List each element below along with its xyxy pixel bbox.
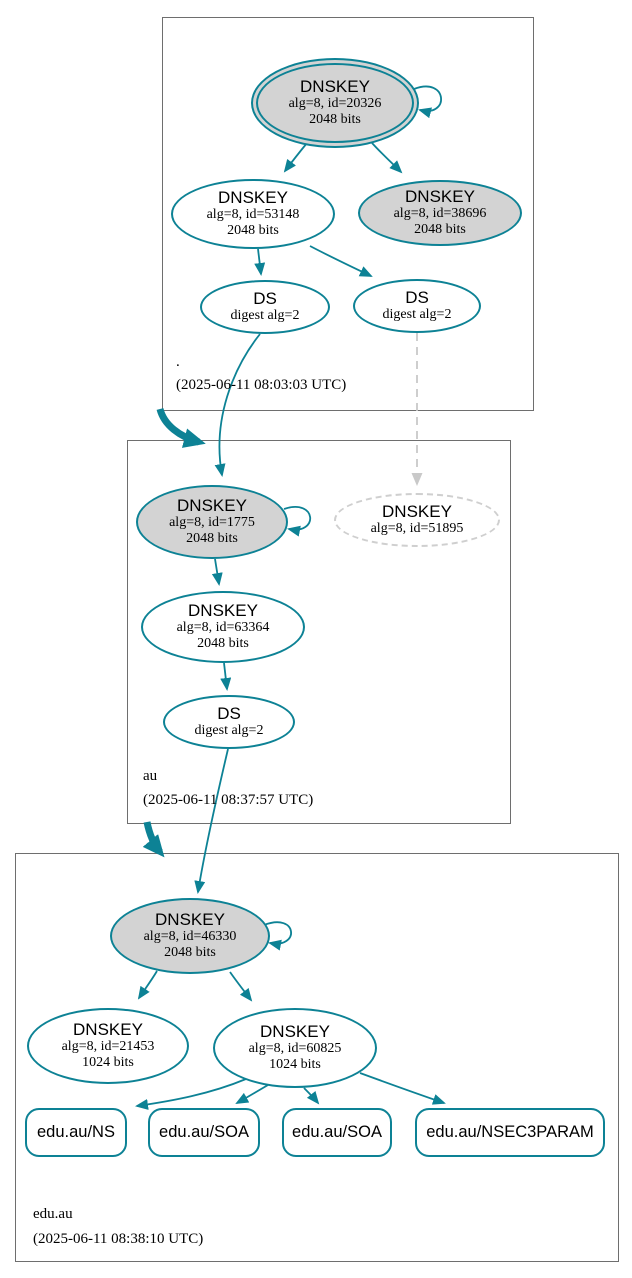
edge-delegation-au-to-edu <box>142 821 165 858</box>
rrset-edu-au-soa-2[interactable]: edu.au/SOA <box>282 1108 392 1157</box>
dnskey-bits: 2048 bits <box>309 111 361 127</box>
rrset-label: edu.au/NSEC3PARAM <box>426 1123 594 1141</box>
ds-digest: digest alg=2 <box>230 308 300 324</box>
zone-box-edu-au <box>15 853 619 1262</box>
dnskey-alg-id: alg=8, id=63364 <box>176 620 270 636</box>
edge-delegation-root-to-au <box>156 407 206 448</box>
ds-digest: digest alg=2 <box>382 307 452 323</box>
zone-name-root: . <box>176 354 180 370</box>
dnskey-node-20326[interactable]: DNSKEY alg=8, id=20326 2048 bits <box>251 58 419 148</box>
dnskey-node-21453[interactable]: DNSKEY alg=8, id=21453 1024 bits <box>27 1008 189 1084</box>
dnskey-node-60825[interactable]: DNSKEY alg=8, id=60825 1024 bits <box>213 1008 377 1088</box>
dnskey-bits: 2048 bits <box>414 221 466 237</box>
zone-timestamp-root: (2025-06-11 08:03:03 UTC) <box>176 377 347 393</box>
rrset-edu-au-soa-1[interactable]: edu.au/SOA <box>148 1108 260 1157</box>
ds-title: DS <box>217 704 241 724</box>
zone-timestamp-au: (2025-06-11 08:37:57 UTC) <box>143 792 314 808</box>
rrset-edu-au-ns[interactable]: edu.au/NS <box>25 1108 127 1157</box>
ds-node-root-left[interactable]: DS digest alg=2 <box>200 280 330 334</box>
ds-title: DS <box>253 289 277 309</box>
dnskey-alg-id: alg=8, id=1775 <box>169 515 255 531</box>
dnskey-node-46330[interactable]: DNSKEY alg=8, id=46330 2048 bits <box>110 898 270 974</box>
ds-digest: digest alg=2 <box>194 723 264 739</box>
dnskey-node-53148[interactable]: DNSKEY alg=8, id=53148 2048 bits <box>171 179 335 249</box>
dnskey-title: DNSKEY <box>382 502 452 522</box>
dnskey-title: DNSKEY <box>260 1022 330 1042</box>
dnskey-node-38696[interactable]: DNSKEY alg=8, id=38696 2048 bits <box>358 180 522 246</box>
ds-node-root-right[interactable]: DS digest alg=2 <box>353 279 481 333</box>
dnskey-alg-id: alg=8, id=53148 <box>206 207 300 223</box>
dnskey-node-51895-missing[interactable]: DNSKEY alg=8, id=51895 <box>334 493 500 547</box>
dnskey-bits: 2048 bits <box>197 635 249 651</box>
dnskey-title: DNSKEY <box>177 496 247 516</box>
ds-node-au[interactable]: DS digest alg=2 <box>163 695 295 749</box>
dnskey-bits: 2048 bits <box>186 530 238 546</box>
dnskey-title: DNSKEY <box>218 188 288 208</box>
zone-name-au: au <box>143 768 158 784</box>
dnskey-node-63364[interactable]: DNSKEY alg=8, id=63364 2048 bits <box>141 591 305 663</box>
dnskey-alg-id: alg=8, id=60825 <box>248 1041 342 1057</box>
dnskey-title: DNSKEY <box>188 601 258 621</box>
dnskey-alg-id: alg=8, id=46330 <box>143 929 237 945</box>
dnskey-alg-id: alg=8, id=51895 <box>370 521 464 537</box>
zone-timestamp-edu-au: (2025-06-11 08:38:10 UTC) <box>33 1231 204 1247</box>
dnskey-bits: 2048 bits <box>227 222 279 238</box>
rrset-label: edu.au/SOA <box>159 1123 249 1141</box>
dnskey-alg-id: alg=8, id=38696 <box>393 206 487 222</box>
dnskey-alg-id: alg=8, id=21453 <box>61 1039 155 1055</box>
rrset-label: edu.au/SOA <box>292 1123 382 1141</box>
dnskey-node-1775[interactable]: DNSKEY alg=8, id=1775 2048 bits <box>136 485 288 559</box>
zone-name-edu-au: edu.au <box>33 1206 73 1222</box>
ds-title: DS <box>405 288 429 308</box>
dnskey-title: DNSKEY <box>300 77 370 97</box>
dnskey-title: DNSKEY <box>155 910 225 930</box>
rrset-label: edu.au/NS <box>37 1123 115 1141</box>
zone-box-au <box>127 440 511 824</box>
dnskey-bits: 1024 bits <box>82 1054 134 1070</box>
dnskey-title: DNSKEY <box>405 187 475 207</box>
dnskey-bits: 1024 bits <box>269 1056 321 1072</box>
zone-box-root <box>162 17 534 411</box>
rrset-edu-au-nsec3param[interactable]: edu.au/NSEC3PARAM <box>415 1108 605 1157</box>
dnskey-bits: 2048 bits <box>164 944 216 960</box>
dnskey-alg-id: alg=8, id=20326 <box>288 96 382 112</box>
dnskey-title: DNSKEY <box>73 1020 143 1040</box>
